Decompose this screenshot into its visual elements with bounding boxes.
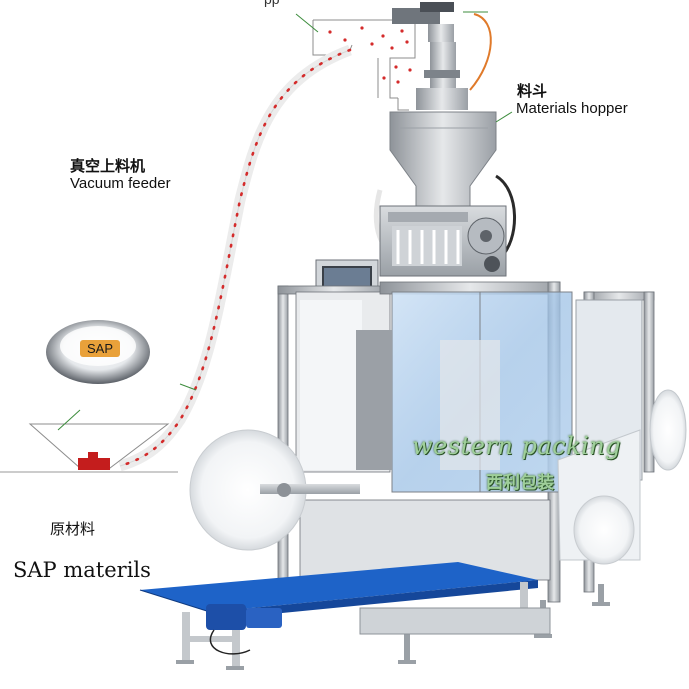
watermark-cn: 西利包装 xyxy=(486,473,554,493)
base-tray xyxy=(359,607,551,635)
vacuum-unit xyxy=(392,2,492,110)
dosing-head xyxy=(379,205,507,277)
sap-badge: SAP xyxy=(80,340,120,357)
conveyor-motor xyxy=(206,604,282,655)
lower-roll xyxy=(573,495,635,565)
vacuum-feeder-label-en: Vacuum feeder xyxy=(70,175,171,192)
front-glass-doors xyxy=(300,291,643,493)
raw-material-label-cn: 原材料 xyxy=(50,520,96,538)
hopper-label-cn: 料斗 xyxy=(517,82,548,100)
hopper-label-en: Materials hopper xyxy=(516,100,628,117)
vacuum-tube-particles xyxy=(118,48,352,468)
film-roll xyxy=(189,429,360,551)
top-box-particles xyxy=(328,26,412,84)
top-cropped-label: pp xyxy=(264,0,280,7)
watermark-en: western packing xyxy=(412,432,622,460)
sap-materials-label: SAP materils xyxy=(13,558,151,582)
raw-material-funnel xyxy=(28,383,197,470)
vacuum-feeder-label-cn: 真空上料机 xyxy=(70,157,146,175)
